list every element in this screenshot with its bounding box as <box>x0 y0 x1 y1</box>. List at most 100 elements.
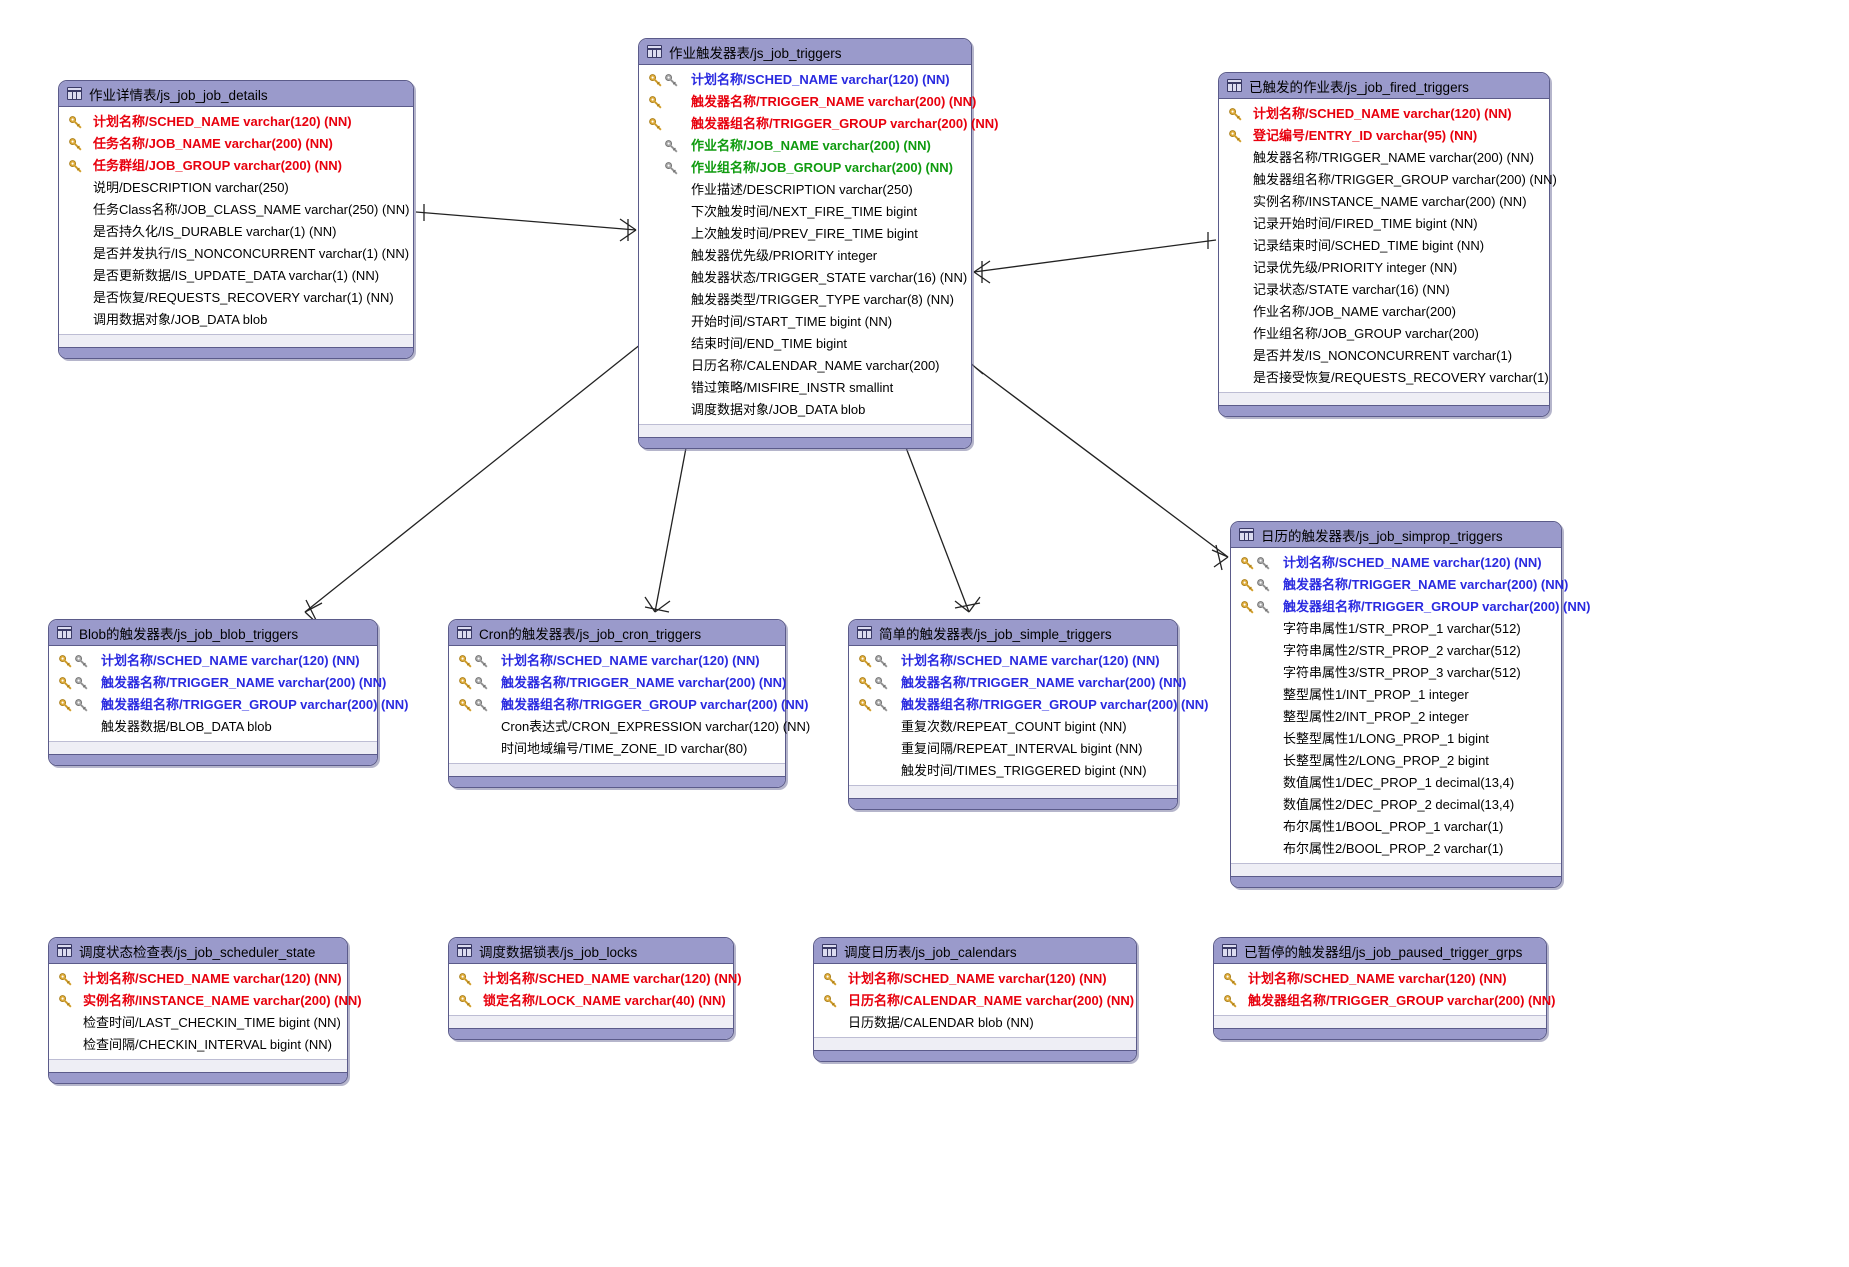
attribute-row[interactable]: 触发器组名称/TRIGGER_GROUP varchar(200) (NN) <box>849 694 1209 716</box>
attribute-row[interactable]: 触发器名称/TRIGGER_NAME varchar(200) (NN) <box>639 91 976 113</box>
entity-job_triggers[interactable]: 作业触发器表/js_job_triggers 计划名称/SCHED_NAME v… <box>638 38 999 449</box>
attribute-row[interactable]: 计划名称/SCHED_NAME varchar(120) (NN) <box>1231 552 1561 574</box>
attribute-row[interactable]: 字符串属性2/STR_PROP_2 varchar(512) <box>1231 640 1561 662</box>
attribute-row[interactable]: 长整型属性1/LONG_PROP_1 bigint <box>1231 728 1561 750</box>
entity-header[interactable]: 调度日历表/js_job_calendars <box>814 938 1136 964</box>
attribute-row[interactable]: 触发器类型/TRIGGER_TYPE varchar(8) (NN) <box>639 289 971 311</box>
attribute-row[interactable]: 记录状态/STATE varchar(16) (NN) <box>1219 279 1549 301</box>
attribute-row[interactable]: 数值属性2/DEC_PROP_2 decimal(13,4) <box>1231 794 1561 816</box>
attribute-row[interactable]: 作业描述/DESCRIPTION varchar(250) <box>639 179 971 201</box>
attribute-row[interactable]: 作业名称/JOB_NAME varchar(200) (NN) <box>639 135 971 157</box>
attribute-row[interactable]: 触发器组名称/TRIGGER_GROUP varchar(200) (NN) <box>639 113 999 135</box>
attribute-row[interactable]: 检查时间/LAST_CHECKIN_TIME bigint (NN) <box>49 1012 347 1034</box>
attribute-row[interactable]: 作业组名称/JOB_GROUP varchar(200) <box>1219 323 1549 345</box>
entity-simple_triggers[interactable]: 简单的触发器表/js_job_simple_triggers 计划名称/SCHE… <box>848 619 1209 810</box>
entity-header[interactable]: 调度数据锁表/js_job_locks <box>449 938 733 964</box>
attribute-row[interactable]: 是否恢复/REQUESTS_RECOVERY varchar(1) (NN) <box>59 287 413 309</box>
entity-header[interactable]: 调度状态检查表/js_job_scheduler_state <box>49 938 347 964</box>
attribute-row[interactable]: 检查间隔/CHECKIN_INTERVAL bigint (NN) <box>49 1034 347 1056</box>
attribute-row[interactable]: 时间地域编号/TIME_ZONE_ID varchar(80) <box>449 738 785 760</box>
attribute-row[interactable]: 任务Class名称/JOB_CLASS_NAME varchar(250) (N… <box>59 199 413 221</box>
attribute-row[interactable]: 计划名称/SCHED_NAME varchar(120) (NN) <box>449 968 742 990</box>
attribute-row[interactable]: 实例名称/INSTANCE_NAME varchar(200) (NN) <box>49 990 362 1012</box>
entity-job_details[interactable]: 作业详情表/js_job_job_details 计划名称/SCHED_NAME… <box>58 80 414 359</box>
attribute-row[interactable]: 登记编号/ENTRY_ID varchar(95) (NN) <box>1219 125 1549 147</box>
attribute-row[interactable]: 触发器状态/TRIGGER_STATE varchar(16) (NN) <box>639 267 971 289</box>
entity-blob_triggers[interactable]: Blob的触发器表/js_job_blob_triggers 计划名称/SCHE… <box>48 619 409 766</box>
attribute-row[interactable]: 实例名称/INSTANCE_NAME varchar(200) (NN) <box>1219 191 1549 213</box>
attribute-row[interactable]: 触发器组名称/TRIGGER_GROUP varchar(200) (NN) <box>1219 169 1557 191</box>
attribute-row[interactable]: 日历数据/CALENDAR blob (NN) <box>814 1012 1136 1034</box>
attribute-row[interactable]: 记录优先级/PRIORITY integer (NN) <box>1219 257 1549 279</box>
attribute-row[interactable]: 触发器名称/TRIGGER_NAME varchar(200) (NN) <box>49 672 386 694</box>
entity-header[interactable]: 已触发的作业表/js_job_fired_triggers <box>1219 73 1549 99</box>
attribute-row[interactable]: 布尔属性1/BOOL_PROP_1 varchar(1) <box>1231 816 1561 838</box>
attribute-row[interactable]: 上次触发时间/PREV_FIRE_TIME bigint <box>639 223 971 245</box>
attribute-row[interactable]: 是否并发/IS_NONCONCURRENT varchar(1) <box>1219 345 1549 367</box>
attribute-row[interactable]: 字符串属性1/STR_PROP_1 varchar(512) <box>1231 618 1561 640</box>
attribute-row[interactable]: 下次触发时间/NEXT_FIRE_TIME bigint <box>639 201 971 223</box>
entity-header[interactable]: 作业触发器表/js_job_triggers <box>639 39 971 65</box>
attribute-row[interactable]: 触发器名称/TRIGGER_NAME varchar(200) (NN) <box>449 672 786 694</box>
attribute-row[interactable]: 是否持久化/IS_DURABLE varchar(1) (NN) <box>59 221 413 243</box>
entity-cron_triggers[interactable]: Cron的触发器表/js_job_cron_triggers 计划名称/SCHE… <box>448 619 810 788</box>
attribute-row[interactable]: 计划名称/SCHED_NAME varchar(120) (NN) <box>1214 968 1546 990</box>
attribute-row[interactable]: 是否接受恢复/REQUESTS_RECOVERY varchar(1) <box>1219 367 1549 389</box>
entity-header[interactable]: Cron的触发器表/js_job_cron_triggers <box>449 620 785 646</box>
attribute-row[interactable]: 计划名称/SCHED_NAME varchar(120) (NN) <box>849 650 1177 672</box>
attribute-row[interactable]: 整型属性2/INT_PROP_2 integer <box>1231 706 1561 728</box>
attribute-row[interactable]: 重复间隔/REPEAT_INTERVAL bigint (NN) <box>849 738 1177 760</box>
entity-simprop_triggers[interactable]: 日历的触发器表/js_job_simprop_triggers 计划名称/SCH… <box>1230 521 1591 888</box>
entity-header[interactable]: 日历的触发器表/js_job_simprop_triggers <box>1231 522 1561 548</box>
attribute-row[interactable]: 触发器名称/TRIGGER_NAME varchar(200) (NN) <box>849 672 1186 694</box>
attribute-row[interactable]: 说明/DESCRIPTION varchar(250) <box>59 177 413 199</box>
attribute-row[interactable]: 重复次数/REPEAT_COUNT bigint (NN) <box>849 716 1177 738</box>
attribute-row[interactable]: 计划名称/SCHED_NAME varchar(120) (NN) <box>49 968 347 990</box>
entity-fired_triggers[interactable]: 已触发的作业表/js_job_fired_triggers 计划名称/SCHED… <box>1218 72 1557 417</box>
attribute-row[interactable]: 布尔属性2/BOOL_PROP_2 varchar(1) <box>1231 838 1561 860</box>
attribute-row[interactable]: 记录结束时间/SCHED_TIME bigint (NN) <box>1219 235 1549 257</box>
entity-calendars[interactable]: 调度日历表/js_job_calendars 计划名称/SCHED_NAME v… <box>813 937 1137 1062</box>
attribute-row[interactable]: 计划名称/SCHED_NAME varchar(120) (NN) <box>814 968 1136 990</box>
attribute-row[interactable]: 是否并发执行/IS_NONCONCURRENT varchar(1) (NN) <box>59 243 413 265</box>
attribute-row[interactable]: 调度数据对象/JOB_DATA blob <box>639 399 971 421</box>
attribute-row[interactable]: 触发器名称/TRIGGER_NAME varchar(200) (NN) <box>1231 574 1568 596</box>
attribute-row[interactable]: 字符串属性3/STR_PROP_3 varchar(512) <box>1231 662 1561 684</box>
attribute-row[interactable]: 日历名称/CALENDAR_NAME varchar(200) (NN) <box>814 990 1136 1012</box>
entity-header[interactable]: Blob的触发器表/js_job_blob_triggers <box>49 620 377 646</box>
attribute-row[interactable]: 整型属性1/INT_PROP_1 integer <box>1231 684 1561 706</box>
attribute-row[interactable]: 错过策略/MISFIRE_INSTR smallint <box>639 377 971 399</box>
attribute-row[interactable]: 触发器名称/TRIGGER_NAME varchar(200) (NN) <box>1219 147 1549 169</box>
attribute-row[interactable]: 计划名称/SCHED_NAME varchar(120) (NN) <box>639 69 971 91</box>
attribute-row[interactable]: 任务名称/JOB_NAME varchar(200) (NN) <box>59 133 413 155</box>
attribute-row[interactable]: 开始时间/START_TIME bigint (NN) <box>639 311 971 333</box>
entity-locks[interactable]: 调度数据锁表/js_job_locks 计划名称/SCHED_NAME varc… <box>448 937 742 1040</box>
attribute-row[interactable]: 日历名称/CALENDAR_NAME varchar(200) <box>639 355 971 377</box>
attribute-row[interactable]: Cron表达式/CRON_EXPRESSION varchar(120) (NN… <box>449 716 810 738</box>
entity-paused_trigger_grps[interactable]: 已暂停的触发器组/js_job_paused_trigger_grps 计划名称… <box>1213 937 1556 1040</box>
entity-header[interactable]: 已暂停的触发器组/js_job_paused_trigger_grps <box>1214 938 1546 964</box>
attribute-row[interactable]: 是否更新数据/IS_UPDATE_DATA varchar(1) (NN) <box>59 265 413 287</box>
attribute-row[interactable]: 计划名称/SCHED_NAME varchar(120) (NN) <box>59 111 413 133</box>
attribute-row[interactable]: 计划名称/SCHED_NAME varchar(120) (NN) <box>49 650 377 672</box>
entity-header[interactable]: 作业详情表/js_job_job_details <box>59 81 413 107</box>
attribute-row[interactable]: 作业组名称/JOB_GROUP varchar(200) (NN) <box>639 157 971 179</box>
attribute-row[interactable]: 触发器组名称/TRIGGER_GROUP varchar(200) (NN) <box>49 694 409 716</box>
attribute-row[interactable]: 计划名称/SCHED_NAME varchar(120) (NN) <box>449 650 785 672</box>
attribute-row[interactable]: 触发器数据/BLOB_DATA blob <box>49 716 377 738</box>
entity-scheduler_state[interactable]: 调度状态检查表/js_job_scheduler_state 计划名称/SCHE… <box>48 937 362 1084</box>
attribute-row[interactable]: 计划名称/SCHED_NAME varchar(120) (NN) <box>1219 103 1549 125</box>
attribute-row[interactable]: 触发器组名称/TRIGGER_GROUP varchar(200) (NN) <box>1231 596 1591 618</box>
attribute-row[interactable]: 长整型属性2/LONG_PROP_2 bigint <box>1231 750 1561 772</box>
attribute-row[interactable]: 调用数据对象/JOB_DATA blob <box>59 309 413 331</box>
attribute-row[interactable]: 记录开始时间/FIRED_TIME bigint (NN) <box>1219 213 1549 235</box>
attribute-row[interactable]: 锁定名称/LOCK_NAME varchar(40) (NN) <box>449 990 733 1012</box>
attribute-row[interactable]: 触发器组名称/TRIGGER_GROUP varchar(200) (NN) <box>1214 990 1556 1012</box>
attribute-row[interactable]: 任务群组/JOB_GROUP varchar(200) (NN) <box>59 155 413 177</box>
attribute-row[interactable]: 触发时间/TIMES_TRIGGERED bigint (NN) <box>849 760 1177 782</box>
attribute-row[interactable]: 触发器优先级/PRIORITY integer <box>639 245 971 267</box>
attribute-row[interactable]: 数值属性1/DEC_PROP_1 decimal(13,4) <box>1231 772 1561 794</box>
entity-header[interactable]: 简单的触发器表/js_job_simple_triggers <box>849 620 1177 646</box>
attribute-row[interactable]: 作业名称/JOB_NAME varchar(200) <box>1219 301 1549 323</box>
attribute-row[interactable]: 触发器组名称/TRIGGER_GROUP varchar(200) (NN) <box>449 694 809 716</box>
